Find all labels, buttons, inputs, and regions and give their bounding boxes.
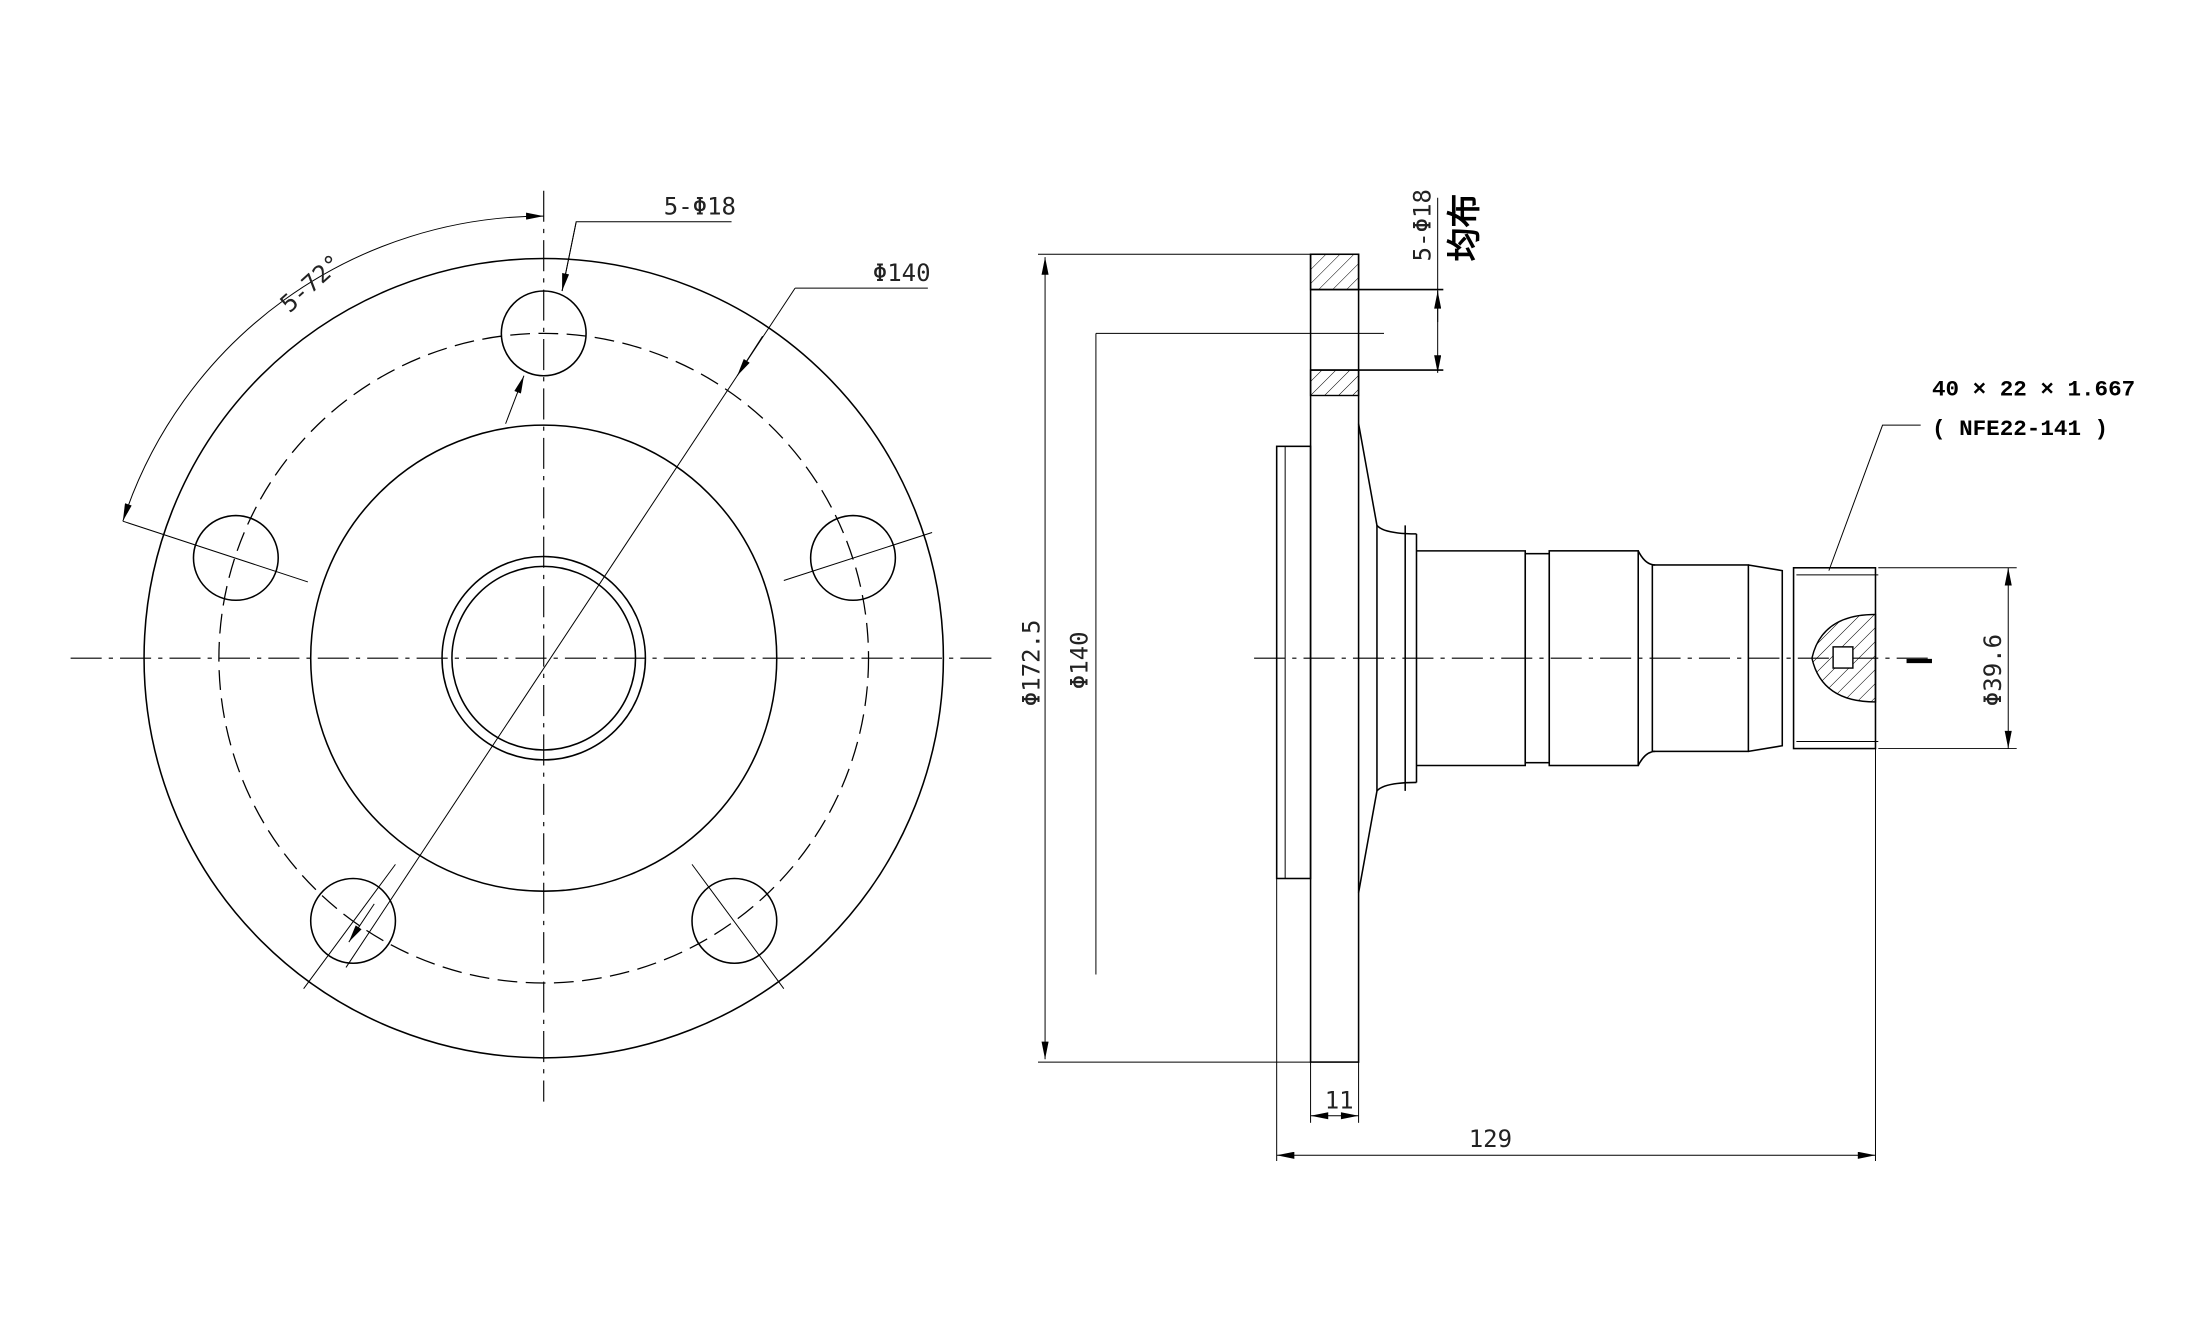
hole-axis-line — [691, 864, 785, 989]
holes-leader — [561, 221, 732, 292]
thickness-label: 11 — [1325, 1087, 1354, 1115]
side-view: Φ172.5 Φ140 5-Φ18 均布 11 129 Φ39.6 40 × 2… — [1017, 189, 2135, 1161]
pcd-arrow — [736, 335, 764, 376]
thread-leader — [1828, 424, 1921, 571]
holes-dimension-arrow — [505, 375, 525, 424]
bolt-pitch-circle — [218, 332, 870, 984]
shaft-step-2 — [1651, 564, 1750, 753]
thread-spec: 40 × 22 × 1.667 — [1932, 376, 2135, 402]
bolt-hole — [809, 514, 897, 602]
bore-inner-circle — [451, 565, 637, 751]
flange-outer-circle — [143, 257, 945, 1059]
pcd-arrow — [348, 903, 375, 943]
shaft-taper — [1748, 564, 1784, 753]
side-pcd-label: Φ140 — [1065, 631, 1093, 689]
bore-outer-circle — [441, 555, 647, 761]
hole-axis-line — [783, 532, 933, 581]
holes-leader-arrow — [561, 221, 577, 292]
thread-dia-label: Φ39.6 — [1979, 634, 2007, 706]
distribution-label: 均布 — [1444, 194, 1484, 262]
thread-standard: ( NFE22-141 ) — [1932, 416, 2108, 442]
flange-hatch — [1309, 369, 1360, 397]
hole-axis-line — [303, 864, 396, 989]
bolt-holes — [122, 290, 933, 989]
flange-spigot — [1275, 445, 1312, 880]
angle-dimension-arc — [122, 212, 544, 522]
holes-label: 5-Φ18 — [664, 193, 736, 221]
flange-hatch — [1309, 253, 1360, 291]
hole-axis-line — [122, 520, 309, 583]
pcd-leader — [345, 287, 796, 968]
side-holes-label: 5-Φ18 — [1409, 189, 1437, 261]
length-label: 129 — [1469, 1125, 1512, 1153]
bolt-hole — [309, 877, 397, 964]
center-hole — [1832, 646, 1854, 669]
front-view: 5-72° 5-Φ18 Φ140 — [70, 190, 996, 1102]
outer-dia-label: Φ172.5 — [1017, 619, 1045, 706]
hub-circle — [309, 424, 778, 892]
pcd-label: Φ140 — [873, 259, 931, 287]
angle-label: 5-72° — [275, 249, 347, 318]
shaft-journal — [1548, 550, 1639, 767]
bolt-hole — [691, 877, 778, 964]
